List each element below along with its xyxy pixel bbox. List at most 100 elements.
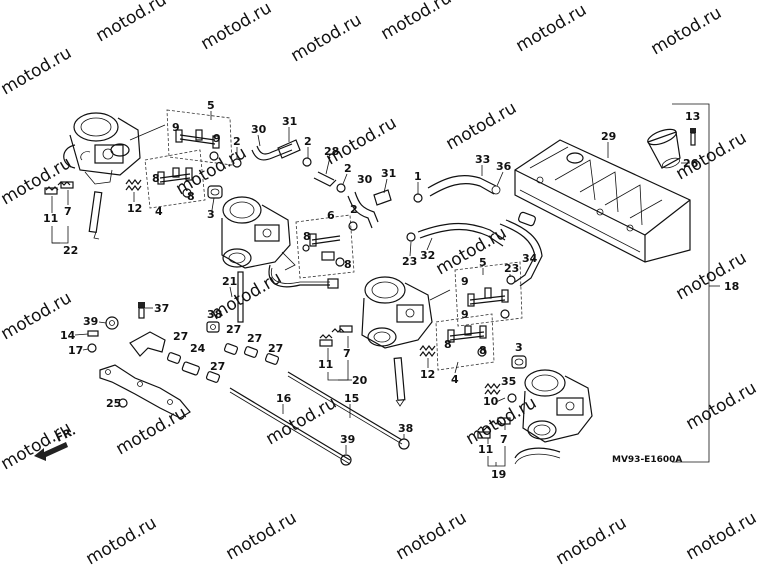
callout-label: 12 [127,202,142,215]
hose-31a [277,139,301,159]
watermark: motod.ru [683,508,761,564]
hose-30a [251,143,293,161]
callout-label: 9 [213,132,221,145]
callout-label: 10 [483,395,499,408]
callout-label: 31 [381,167,396,180]
callout-label: 8 [479,344,487,357]
callout-label: 23 [402,255,417,268]
callout-label: 14 [60,329,76,342]
callout-label: 2 [350,203,358,216]
fitting-group-4b [435,313,495,371]
callout-label: 3 [207,208,215,221]
callout-label: 8 [187,190,195,203]
fitting-group-6 [295,214,355,279]
callout-label: 7 [64,205,72,218]
watermark: motod.ru [288,10,366,66]
callout-label: 27 [247,332,262,345]
watermark: motod.ru [263,393,341,449]
callout-label: 19 [491,468,506,481]
small-parts [44,157,527,439]
watermark: motod.ru [378,0,456,44]
callout-label: 25 [106,397,121,410]
callout-label: 39 [340,433,355,446]
carburetor-3 [361,276,451,407]
callout-label: 12 [420,368,435,381]
callout-label: 18 [724,280,739,293]
callout-label: 5 [479,256,487,269]
callout-label: 21 [222,275,237,288]
fitting-group-5a [166,109,233,166]
callout-label: 9 [461,308,469,321]
callout-label: 7 [500,433,508,446]
callout-label: 1 [414,170,422,183]
watermark: motod.ru [323,113,401,169]
callout-label: 8 [303,230,311,243]
callout-label: 4 [155,205,163,218]
callout-label: 33 [475,153,490,166]
callout-label: 31 [282,115,297,128]
watermark: motod.ru [553,513,631,569]
callout-label: 26 [683,157,699,170]
hose-31b [373,189,392,206]
callout-label: 27 [226,323,241,336]
watermark: motod.ru [223,508,301,564]
callout-label: 9 [172,121,180,134]
watermark: motod.ru [113,403,191,459]
callout-label: 8 [344,258,352,271]
callout-label: 36 [496,160,512,173]
callout-label: 2 [233,135,241,148]
spacers-27 [166,343,280,383]
spacer-24 [181,361,200,376]
watermark: motod.ru [0,43,75,99]
callout-label: 11 [318,358,333,371]
callout-label: 35 [501,375,516,388]
callouts: 5 9 9 2 30 31 2 28 2 30 31 1 33 36 29 13… [43,99,739,481]
callout-label: 30 [357,173,373,186]
hose-32 [417,222,506,247]
callout-label: 29 [601,130,616,143]
callout-label: 9 [461,275,469,288]
callout-label: 3 [515,341,523,354]
watermark: motod.ru [513,0,591,56]
callout-label: 7 [343,347,351,360]
callout-label: 5 [207,99,215,112]
watermark: motod.ru [648,3,726,59]
callout-label: 24 [190,342,206,355]
air-funnel-26 [647,128,690,169]
hose-34 [499,219,543,287]
watermark: motod.ru [93,0,171,46]
carburetor-4 [514,369,593,465]
callout-label: 30 [251,123,267,136]
bolt-13 [690,128,696,146]
callout-label: 17 [68,344,83,357]
callout-label: 20 [352,374,368,387]
carburetor-1 [63,112,166,240]
watermark: motod.ru [198,0,276,54]
callout-label: 11 [43,212,58,225]
callout-label: 27 [210,360,225,373]
fitting-group-4a [144,149,206,209]
callout-label: 6 [327,209,335,222]
callout-label: 13 [685,110,700,123]
callout-label: 27 [173,330,188,343]
callout-label: 2 [304,135,312,148]
watermark: motod.ru [673,248,751,304]
assembly-bracket-18 [672,103,720,463]
fitting-group-5b [454,261,523,327]
hose-33 [427,175,501,197]
watermark: motod.ru [83,513,161,569]
callout-label: 8 [444,338,452,351]
callout-label: 15 [344,392,359,405]
watermark: motod.ru [0,153,75,209]
watermark: motod.ru [393,508,471,564]
diagram-code: MV93-E1600A [612,455,682,465]
callout-label: 23 [504,262,519,275]
callout-label: 38 [398,422,413,435]
callout-label: 11 [478,443,493,456]
air-chamber-29 [514,139,691,263]
callout-label: 28 [324,145,339,158]
callout-label: 27 [268,342,283,355]
callout-label: 2 [344,162,352,175]
carburetor-2 [221,196,339,323]
